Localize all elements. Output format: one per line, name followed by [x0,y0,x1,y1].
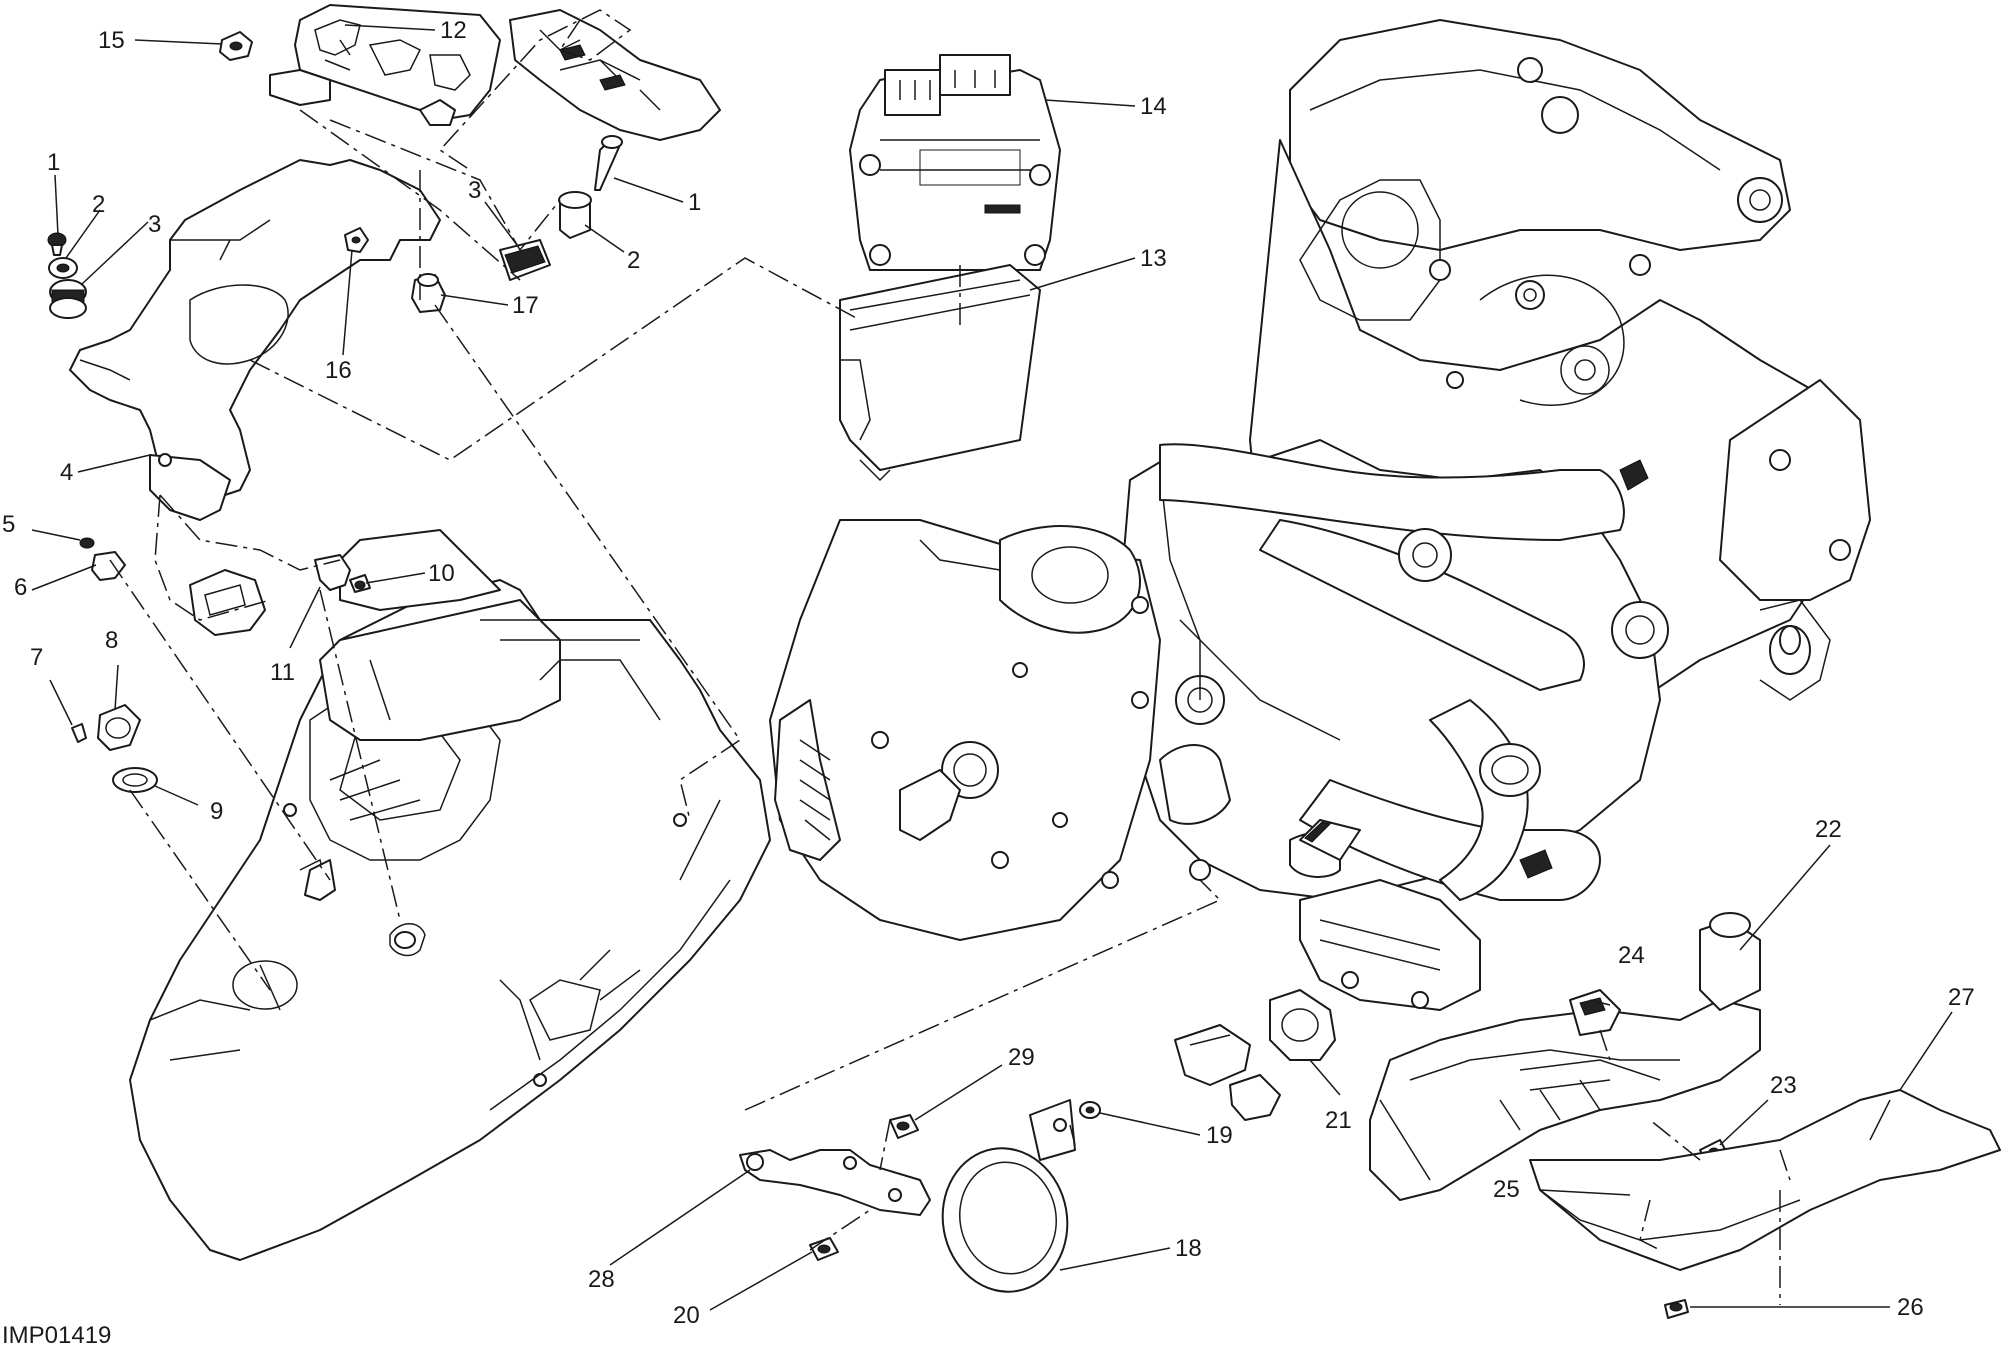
callout-26: 26 [1897,1294,1924,1321]
callout-18: 18 [1175,1235,1202,1262]
callout-11: 11 [270,659,295,686]
callout-2-right: 2 [627,247,640,274]
callout-7: 7 [30,644,43,671]
horn-bracket-part-28 [739,1149,931,1216]
airbox-cover [129,529,771,1261]
callout-10: 10 [428,560,455,587]
gasket-9 [112,767,158,793]
screw-1-right [594,135,623,191]
connector-block-part-12 [269,4,501,126]
callout-29: 29 [1008,1044,1035,1071]
callout-5: 5 [2,511,15,538]
callout-23: 23 [1770,1072,1797,1099]
screw-29 [889,1114,919,1139]
screw-7 [71,723,87,743]
sump-guard-part-22 [1369,912,1761,1201]
grommet-3-right [499,239,551,281]
holder-plate-part-4 [69,159,441,521]
callout-3-left: 3 [148,211,161,238]
callout-15: 15 [98,27,125,54]
callout-12: 12 [440,17,467,44]
ecu-unit-part-14 [849,54,1061,271]
callout-24: 24 [1618,942,1645,969]
spacer-2-right [558,191,592,239]
connector-middle [189,569,266,636]
spacer-17 [411,273,446,313]
callout-2-left: 2 [92,191,105,218]
callout-labels: 15 12 14 1 2 3 1 3 2 13 16 17 4 5 6 10 1… [2,17,1975,1329]
assembly-lines [109,9,1791,1305]
callout-16: 16 [325,357,352,384]
horn-part-18 [941,1099,1076,1293]
callout-22: 22 [1815,816,1842,843]
connector-upper-right [509,9,721,141]
sensor-21 [1269,989,1336,1061]
connector-21-plug [1174,1024,1281,1121]
screw-20 [809,1237,839,1261]
callout-9: 9 [210,798,223,825]
ecu-cover-part-13 [839,264,1041,482]
callout-1-right: 1 [688,189,701,216]
leader-lines [31,24,1953,1311]
bracket-6 [91,551,126,581]
callout-14: 14 [1140,93,1167,120]
belly-pan-part-27 [1529,1089,2001,1271]
callout-3-right: 3 [468,177,481,204]
sensor-8 [97,704,141,751]
washer-2-left [48,257,78,279]
screw-5 [79,537,95,549]
nut-15 [219,31,253,61]
screw-26 [1664,1299,1689,1319]
screw-10 [349,574,371,593]
screw-1-left [47,232,67,256]
callout-20: 20 [673,1302,700,1329]
callout-19: 19 [1206,1122,1233,1149]
nut-19 [1079,1101,1101,1119]
engine-assembly [769,19,1871,1011]
callout-17: 17 [512,292,539,319]
callout-28: 28 [588,1266,615,1293]
reference-code: IMP01419 [2,1322,111,1349]
callout-27: 27 [1948,984,1975,1011]
clip-16 [344,227,369,253]
callout-13: 13 [1140,245,1167,272]
grommet-3-left [49,279,87,319]
callout-1-left: 1 [47,149,60,176]
callout-4: 4 [60,459,73,486]
callout-25: 25 [1493,1176,1520,1203]
callout-21: 21 [1325,1107,1352,1134]
callout-8: 8 [105,627,118,654]
callout-6: 6 [14,574,27,601]
